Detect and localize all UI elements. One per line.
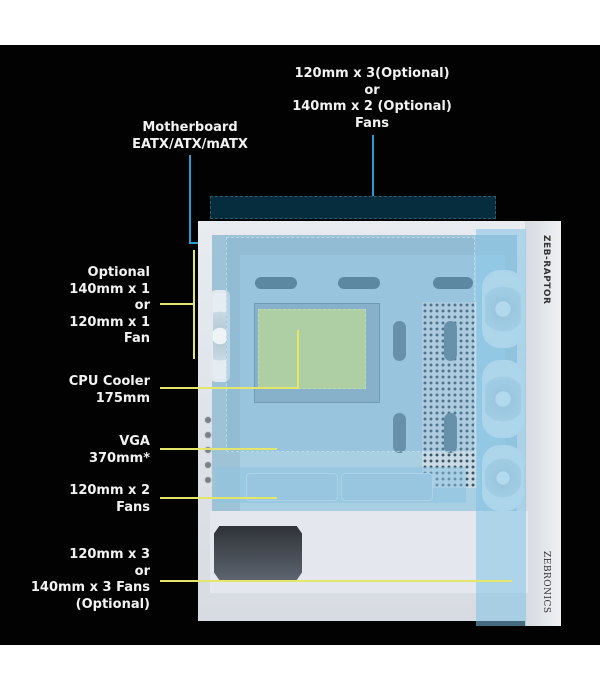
label-line: 175mm bbox=[95, 390, 150, 406]
label-motherboard: Motherboard EATX/ATX/mATX bbox=[125, 120, 255, 153]
cable-hole bbox=[255, 277, 297, 289]
label-front-fans: 120mm x 3 or 140mm x 3 Fans (Optional) bbox=[20, 547, 150, 613]
label-line: Fan bbox=[123, 331, 150, 346]
bottom-fans-leader bbox=[160, 497, 277, 499]
cable-slot bbox=[444, 413, 457, 453]
cpu-cooler-leader-horizontal bbox=[160, 387, 299, 389]
label-line: 120mm x 3 bbox=[69, 547, 150, 562]
label-cpu-cooler: CPU Cooler 175mm bbox=[40, 374, 150, 407]
cable-hole bbox=[433, 277, 473, 289]
motherboard-leader-vertical bbox=[189, 155, 191, 244]
cable-slot bbox=[444, 321, 457, 361]
pcie-screw bbox=[204, 461, 212, 469]
label-line: Fans bbox=[355, 115, 389, 131]
label-top-fans: 120mm x 3(Optional) or 140mm x 2 (Option… bbox=[292, 66, 452, 132]
cable-slot bbox=[393, 413, 406, 453]
label-line: 140mm x 2 (Optional) bbox=[292, 99, 452, 114]
label-vga: VGA 370mm* bbox=[40, 434, 150, 467]
label-line: EATX/ATX/mATX bbox=[132, 136, 248, 152]
label-line: VGA bbox=[119, 434, 150, 449]
cable-slot bbox=[393, 321, 406, 361]
label-bottom-fans: 120mm x 2 Fans bbox=[40, 483, 150, 516]
label-line: 370mm* bbox=[88, 450, 150, 466]
label-line: Optional bbox=[87, 265, 150, 280]
label-line: 120mm x 2 bbox=[69, 483, 150, 498]
motherboard-zone bbox=[226, 237, 475, 452]
label-line: Motherboard bbox=[142, 120, 238, 135]
pcie-screw bbox=[204, 446, 212, 454]
label-line: 120mm x 3(Optional) bbox=[294, 66, 450, 81]
label-line: or bbox=[134, 563, 150, 579]
label-line: 120mm x 1 bbox=[69, 314, 150, 330]
model-label: ZEB-RAPTOR bbox=[541, 235, 551, 305]
pc-case: ZEB-RAPTOR ZEBRONICS bbox=[198, 221, 561, 626]
front-fans-leader bbox=[160, 580, 512, 582]
cpu-cooler-zone bbox=[258, 309, 366, 389]
top-fans-leader-line bbox=[372, 135, 374, 209]
pcie-screw bbox=[204, 416, 212, 424]
front-fan-zone bbox=[476, 229, 526, 626]
pcie-screw bbox=[204, 431, 212, 439]
rear-fan bbox=[210, 290, 230, 382]
label-line: (Optional) bbox=[75, 596, 150, 612]
psu-opening bbox=[214, 526, 302, 580]
label-line: CPU Cooler bbox=[68, 374, 150, 389]
label-line: 140mm x 3 Fans bbox=[30, 580, 150, 595]
label-line: Fans bbox=[116, 499, 150, 515]
label-line: 140mm x 1 bbox=[69, 281, 150, 297]
top-fan-zone bbox=[210, 196, 496, 219]
cable-hole bbox=[338, 277, 380, 289]
rear-fan-leader bbox=[160, 303, 195, 305]
cpu-cooler-leader-vertical bbox=[297, 330, 299, 389]
label-rear-fan: Optional 140mm x 1 or 120mm x 1 Fan bbox=[40, 265, 150, 348]
label-line: or bbox=[364, 82, 380, 98]
case-front-panel bbox=[525, 221, 561, 626]
brand-label: ZEBRONICS bbox=[541, 551, 551, 614]
label-line: or bbox=[134, 298, 150, 313]
pcie-screw bbox=[204, 476, 212, 484]
vga-leader bbox=[160, 448, 277, 450]
